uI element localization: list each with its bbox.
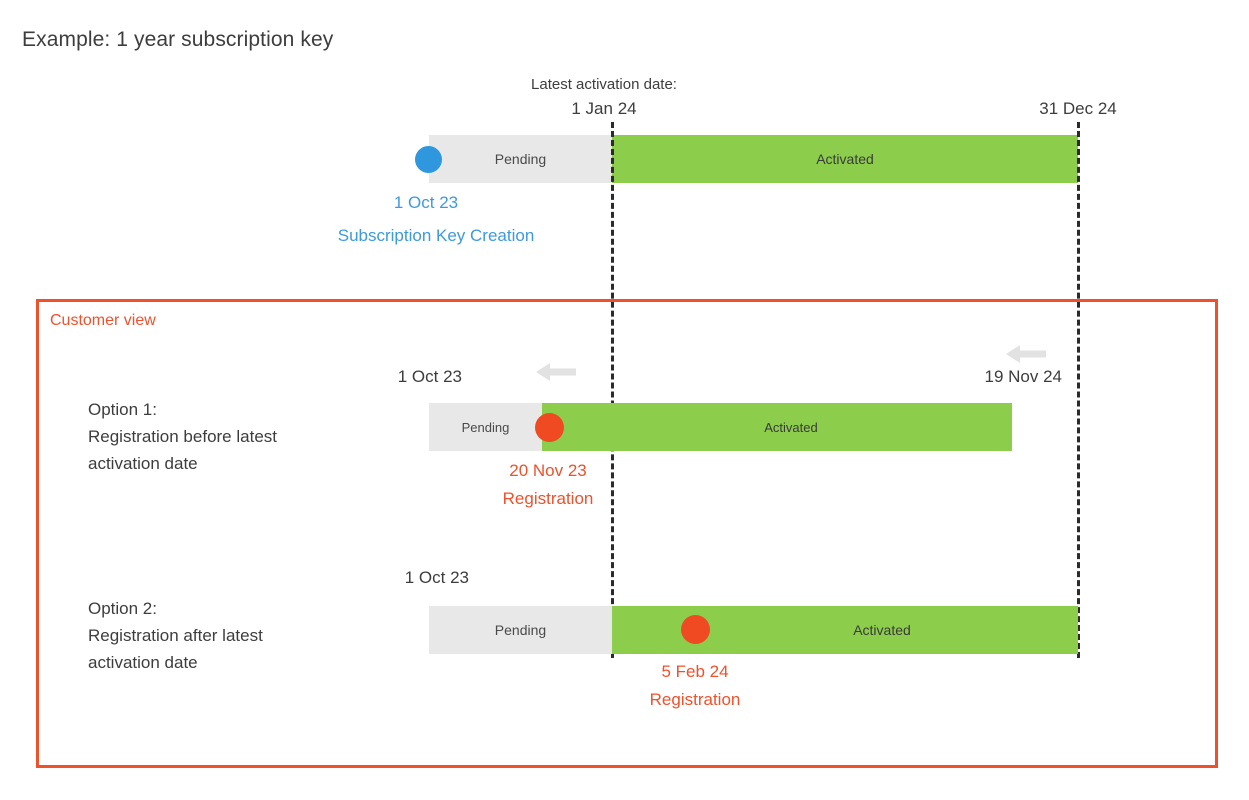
- top-pending-bar: Pending: [429, 135, 612, 183]
- shift-left-arrow-icon: [536, 363, 576, 381]
- option-2-activated-label: Activated: [853, 622, 911, 638]
- option-2-pending-label: Pending: [494, 622, 547, 638]
- latest-activation-caption: Latest activation date:: [531, 76, 677, 93]
- option-2-title: Option 2:: [88, 599, 157, 618]
- subscription-end-date-guide: [1077, 122, 1080, 658]
- option-1-registration-dot: [535, 413, 564, 442]
- option-1-event-date-label: 20 Nov 23: [509, 461, 587, 480]
- latest-activation-date-label: 1 Jan 24: [571, 99, 637, 118]
- creation-event-label: Subscription Key Creation: [337, 226, 535, 245]
- option-1-activated-label: Activated: [764, 419, 818, 435]
- option-2-pending-bar: Pending: [429, 606, 612, 654]
- option-1-activated-bar: Activated: [542, 403, 1012, 451]
- option-2-registration-dot: [681, 615, 710, 644]
- customer-view-label: Customer view: [50, 312, 156, 329]
- option-1-description: Registration before latest activation da…: [88, 427, 277, 473]
- option-2-start-date-label: 1 Oct 23: [404, 568, 469, 587]
- option-1-pending-bar: Pending: [429, 403, 542, 451]
- creation-date-label: 1 Oct 23: [393, 193, 459, 212]
- option-2-event-date-label: 5 Feb 24: [661, 662, 729, 681]
- option-2-event-label: Registration: [649, 690, 741, 709]
- top-activated-label: Activated: [816, 151, 874, 167]
- option-1-start-date-label: 1 Oct 23: [397, 367, 462, 386]
- option-1-event-label: Registration: [502, 489, 594, 508]
- shift-left-arrow-icon-2: [1006, 345, 1046, 363]
- option-1-title: Option 1:: [88, 400, 157, 419]
- option-1-pending-label: Pending: [461, 419, 510, 435]
- top-pending-label: Pending: [494, 151, 547, 167]
- subscription-end-date-label: 31 Dec 24: [1039, 99, 1117, 118]
- option-2-description: Registration after latest activation dat…: [88, 626, 263, 672]
- option-1-end-date-label: 19 Nov 24: [984, 367, 1063, 386]
- page-title: Example: 1 year subscription key: [22, 28, 334, 51]
- top-activated-bar: Activated: [612, 135, 1078, 183]
- subscription-key-creation-dot: [415, 146, 442, 173]
- latest-activation-date-guide: [611, 122, 614, 658]
- customer-view-frame: [36, 299, 1218, 768]
